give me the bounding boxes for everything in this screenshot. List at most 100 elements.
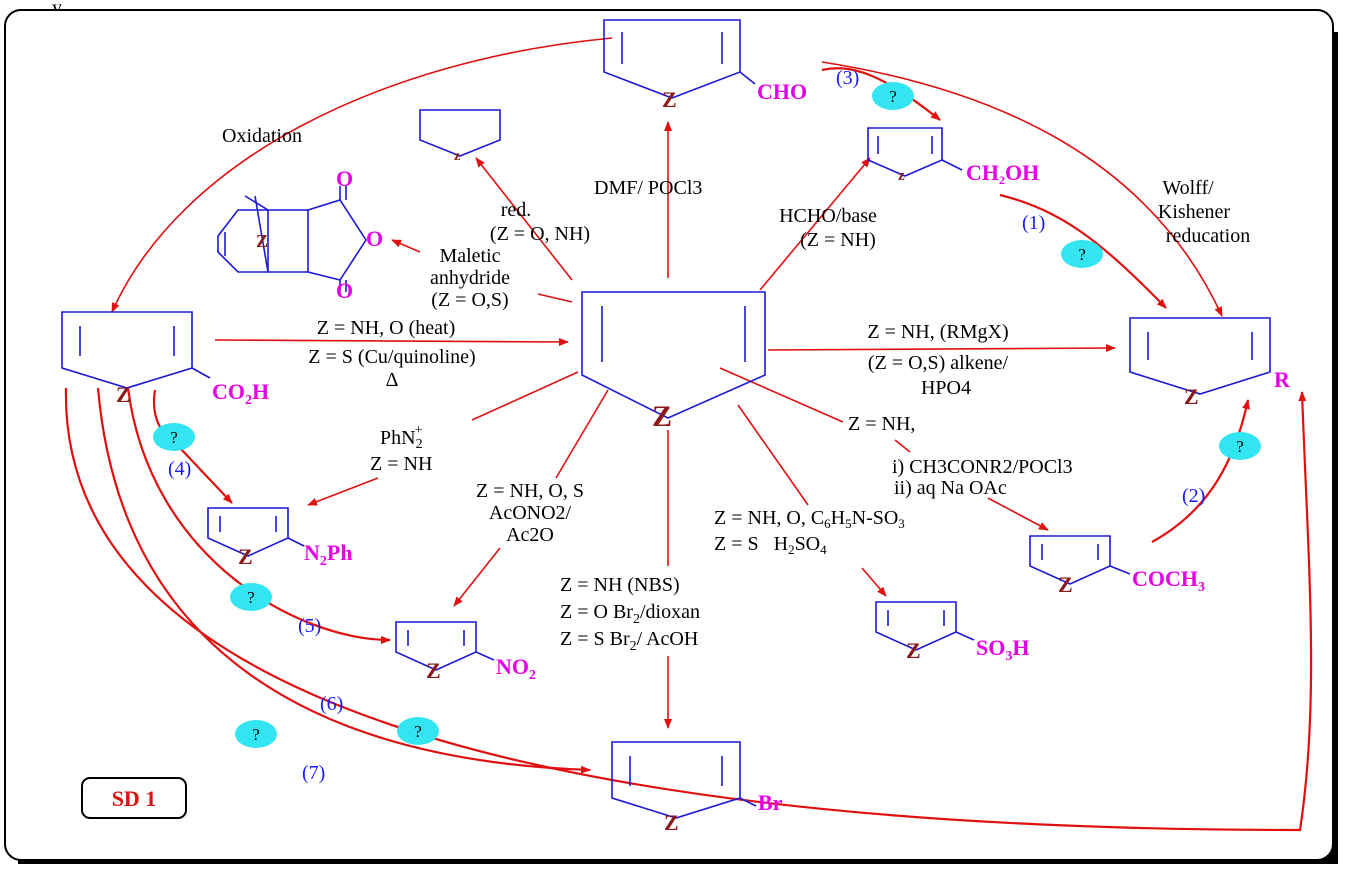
ring-n2ph: Z N2Ph [207,507,353,569]
step-5: (5) [298,615,321,637]
arc-step-5 [126,387,391,644]
label-brom-1: Z = NH (NBS) [560,574,680,596]
question-bubble-7: ? [235,720,277,748]
arrow-acyl-tail [719,367,844,423]
step-1: (1) [1022,212,1045,234]
ring-coch3: Z COCH3 [1029,535,1205,597]
arrow-nitro [453,547,501,607]
question-bubble-6: ? [397,717,439,745]
arrow-maleic [391,239,421,253]
arc-step-6 [96,387,591,774]
label-dmf: DMF/ POCl3 [594,177,702,199]
question-bubble-1: ? [1061,240,1103,268]
ring-co2h: Z CO2H [61,311,269,408]
label-decarb-2: Z = S (Cu/quinoline) [308,346,475,368]
svg-text:Z: Z [906,638,921,663]
svg-text:Z: Z [426,658,441,683]
substituent-so3h: SO3H [976,635,1029,664]
svg-text:O: O [336,278,353,303]
label-alkyl-1: Z = NH, (RMgX) [867,321,1008,343]
arc-step-2 [1151,399,1251,543]
svg-text:Z: Z [664,810,679,835]
svg-text:Z: Z [1184,384,1199,409]
arc-step-3 [821,67,941,121]
center-heteroatom: Z [652,400,672,433]
ring-r: Z R [1129,317,1291,409]
label-azo-1: PhN2+ [380,423,423,452]
label-maleic-3: (Z = O,S) [431,289,508,311]
ring-ch2oh: z CH2OH [867,127,1039,187]
label-wolff-3: reducation [1166,225,1250,247]
ring-br: Z Br [611,741,783,835]
step-7: (7) [302,762,325,784]
ring-so3h: Z SO3H [875,601,1029,664]
substituent-r: R [1274,367,1291,392]
arc-wolff [821,61,1223,317]
svg-text:Z: Z [662,87,677,112]
label-azo-2: Z = NH [370,453,432,475]
ring-center: Z [581,291,766,433]
substituent-co2h: CO2H [212,379,269,408]
frame-border [4,9,1334,861]
label-sulf-1: Z = NH, O, C6H5N-SO3 [714,507,905,531]
label-red-1: red. [501,199,532,221]
arc-oxidation [111,37,613,313]
ring-thf: z [419,109,501,164]
svg-text:?: ? [414,722,422,741]
arrow-maleic-tail [537,293,573,303]
arrow-azo-tail [471,371,579,421]
label-red-2: (Z = O, NH) [490,223,590,245]
ring-no2: Z NO2 [395,621,536,683]
arrow-acyl-mid [894,439,911,453]
label-hcho-1: HCHO/base [779,205,877,227]
label-brom-3: Z = S Br2/ AcOH [560,628,698,654]
label-brom-2: Z = O Br2/dioxan [560,601,700,627]
label-decarb-1: Z = NH, O (heat) [317,317,455,339]
step-3: (3) [836,67,859,89]
arrow-red [475,157,573,281]
substituent-no2: NO2 [496,654,536,683]
svg-text:Z: Z [116,382,131,407]
svg-text:Z: Z [256,231,268,251]
ring-adduct: Z O O O [217,166,383,303]
svg-text:z: z [454,149,460,164]
arc-step-1 [999,193,1167,309]
svg-text:?: ? [1078,245,1086,264]
label-nitro-3: Ac2O [506,524,554,546]
svg-text:?: ? [252,725,260,744]
svg-text:?: ? [1236,437,1244,456]
substituent-n2ph: N2Ph [304,540,353,569]
svg-text:O: O [336,166,353,191]
svg-text:Z: Z [238,544,253,569]
label-maleic-2: anhydride [430,267,510,289]
label-acyl-3: ii) aq Na OAc [894,477,1007,499]
arrow-azo [307,477,379,506]
label-nitro-1: Z = NH, O, S [476,480,584,502]
arrow-decarb [214,337,569,346]
label-decarb-3: Δ [386,369,399,391]
step-6: (6) [320,693,343,715]
arc-step-7 [64,387,1313,832]
svg-text:z: z [898,168,905,184]
arrow-alkyl [767,344,1116,353]
substituent-coch3: COCH3 [1132,566,1205,595]
svg-text:SD 1: SD 1 [112,786,157,811]
label-acyl-2: i) CH3CONR2/POCl3 [892,456,1073,478]
svg-text:Z: Z [1058,572,1073,597]
step-4: (4) [168,458,191,480]
substituent-br: Br [758,790,783,815]
question-bubble-2: ? [1219,432,1261,460]
arrow-sulf-tail [737,404,809,506]
arrow-acyl [987,497,1049,531]
substituent-cho: CHO [757,79,807,104]
label-alkyl-2: (Z = O,S) alkene/ [868,352,1009,374]
question-bubble-4: ? [153,423,195,451]
label-hcho-2: (Z = NH) [800,229,876,251]
substituent-ch2oh: CH2OH [966,160,1039,187]
arrow-nitro-tail [555,389,609,479]
svg-text:?: ? [889,87,897,106]
question-bubble-3: ? [872,82,914,110]
label-acyl-1: Z = NH, [848,413,915,435]
label-oxidation: Oxidation [222,125,302,147]
question-bubble-5: ? [230,583,272,611]
